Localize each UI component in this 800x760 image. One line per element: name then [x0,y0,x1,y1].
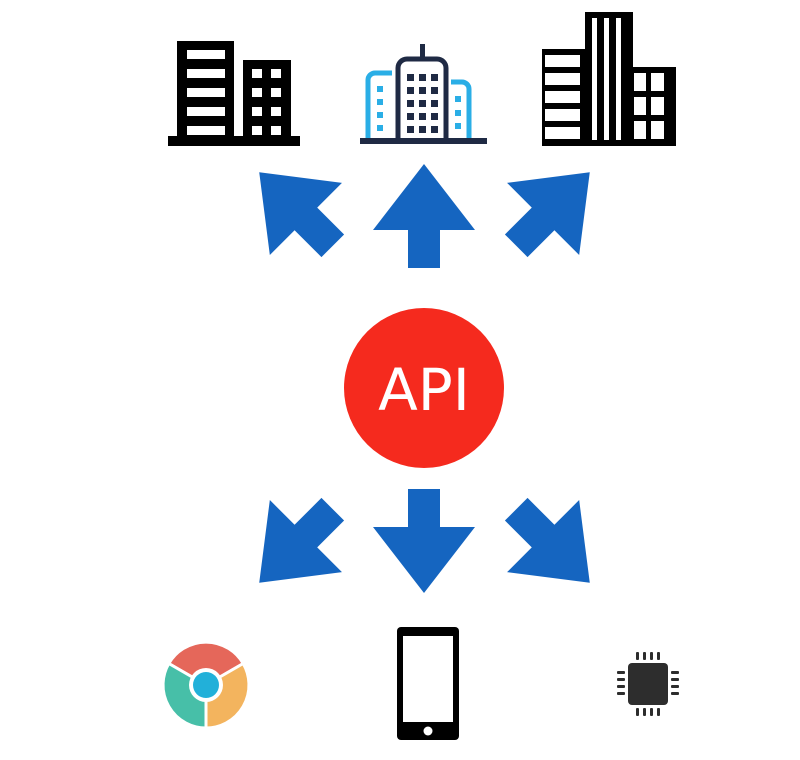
office-building-icon [168,41,300,146]
microchip-icon [617,652,679,716]
arrow-up [373,164,475,268]
arrow-down [373,489,475,593]
api-circle: API [344,308,504,468]
arrow-up-right [480,136,626,282]
city-skyscraper-icon [360,44,487,144]
chrome-browser-icon [161,640,251,730]
smartphone-icon [397,627,459,740]
tall-building-icon [542,12,676,146]
arrow-up-left [223,136,369,282]
api-label: API [378,356,470,424]
arrow-down-left [223,473,369,619]
arrow-down-right [480,473,626,619]
